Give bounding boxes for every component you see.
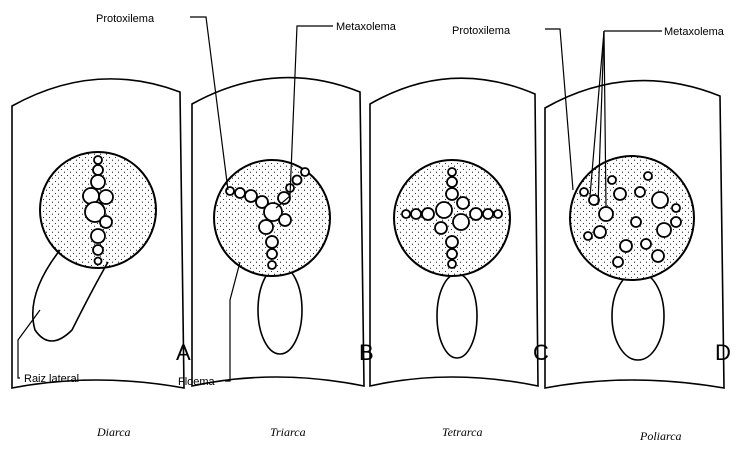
panel-b: B Triarca [192,78,374,439]
panel-b-lateral-root [258,266,302,354]
panel-b-letter: B [359,340,374,365]
panel-a-letter: A [176,340,191,365]
protoxylem-label-right: Protoxilema [452,25,511,37]
protoxylem-label-left: Protoxilema [96,13,155,25]
metaxylem-label-left: Metaxolema [336,21,397,33]
panel-c-letter: C [533,340,549,365]
phloem-label: Floema [178,376,216,388]
panel-c-lateral-root [437,274,477,358]
panel-d-caption: Poliarca [639,429,682,443]
panel-c-caption: Tetrarca [442,425,482,439]
panel-c: C Tetrarca [370,78,549,439]
panel-d-lateral-root [612,272,664,360]
panel-d: D Poliarca [545,81,731,443]
panel-a-caption: Diarca [96,425,131,439]
panel-d-letter: D [715,340,731,365]
metaxylem-label-right: Metaxolema [664,26,725,38]
panel-b-caption: Triarca [270,425,306,439]
lateral-root-label: Raiz lateral [24,373,79,385]
